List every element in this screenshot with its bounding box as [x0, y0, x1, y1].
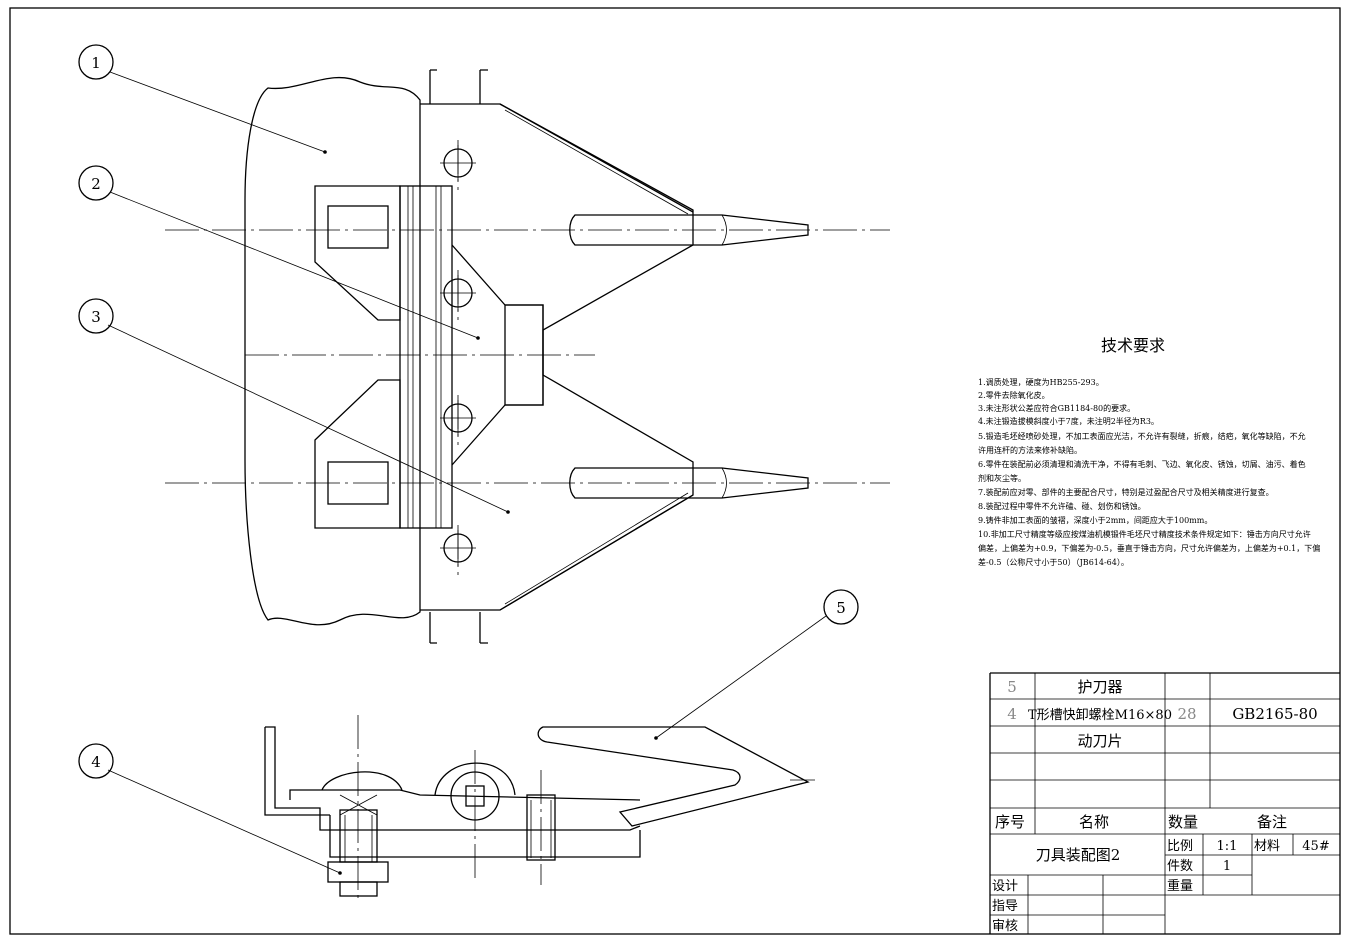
part-1-body	[244, 77, 421, 626]
balloon-2: 2	[78, 165, 480, 340]
balloon-2-label: 2	[91, 175, 101, 193]
weight-label: 重量	[1167, 878, 1193, 894]
requirement-line: 9.铸件非加工表面的皱褶，深度小于2mm，间距应大于100mm。	[978, 515, 1212, 525]
scale-label: 比例	[1167, 839, 1193, 854]
requirement-line: 4.未注锻造拔模斜度小于7度，未注明2半径为R3。	[978, 416, 1159, 426]
knife-guard-side	[537, 726, 810, 827]
row-5-no: 5	[1007, 678, 1017, 696]
balloon-3-label: 3	[91, 308, 101, 326]
technical-requirements: 技术要求 1.调质处理，硬度为HB255-293。 2.零件去除氧化皮。 3.未…	[978, 336, 1320, 567]
balloon-1: 1	[78, 44, 327, 154]
row-4-remark: GB2165-80	[1232, 705, 1317, 723]
row-4-no: 4	[1007, 705, 1017, 723]
requirement-line: 差-0.5（公称尺寸小于50）（JB614-64）。	[978, 557, 1129, 567]
title-block: 刀具装配图2 比例 1:1 材料 45# 件数 1 重量 设计 指导 审核	[990, 834, 1340, 934]
requirement-line: 8.装配过程中零件不允许磕、碰、划伤和锈蚀。	[978, 501, 1146, 511]
balloon-5-label: 5	[836, 599, 846, 617]
count-value: 1	[1223, 859, 1231, 874]
row-5-name: 护刀器	[1077, 678, 1122, 696]
requirements-title: 技术要求	[1101, 336, 1165, 355]
side-view	[264, 715, 815, 900]
top-view	[165, 69, 890, 644]
row-4-name: T形槽快卸螺栓M16×80	[1028, 707, 1172, 723]
balloon-1-label: 1	[91, 54, 101, 72]
parts-list: 5 护刀器 4 T形槽快卸螺栓M16×80 28 GB2165-80 动刀片 序…	[989, 672, 1340, 934]
balloon-5: 5	[654, 589, 859, 740]
requirement-line: 1.调质处理，硬度为HB255-293。	[978, 377, 1104, 387]
header-remark: 备注	[1257, 813, 1287, 831]
material-label: 材料	[1254, 839, 1280, 854]
drawing-name: 刀具装配图2	[1036, 846, 1121, 864]
requirement-line: 许用连杆的方法来修补缺陷。	[978, 445, 1082, 455]
design-label: 设计	[992, 879, 1018, 894]
balloon-3: 3	[78, 298, 510, 514]
requirement-line: 6.零件在装配前必须清理和清洗干净，不得有毛刺、飞边、氧化皮、锈蚀，切屑、油污、…	[978, 459, 1306, 469]
review-label: 审核	[992, 919, 1018, 934]
requirement-line: 10.非加工尺寸精度等级应按煤油机模锻件毛坯尺寸精度技术条件规定如下：锤击方向尺…	[978, 529, 1311, 539]
header-name: 名称	[1079, 813, 1109, 831]
scale-value: 1:1	[1217, 839, 1238, 854]
row-3-name: 动刀片	[1077, 732, 1122, 750]
material-value: 45#	[1302, 839, 1329, 854]
header-qty: 数量	[1168, 813, 1198, 831]
header-no: 序号	[995, 813, 1025, 831]
requirement-line: 剂和灰尘等。	[978, 473, 1026, 483]
requirement-line: 5.锻造毛坯经喷砂处理，不加工表面应光洁，不允许有裂缝，折痕，结疤，氧化等缺陷，…	[978, 431, 1306, 441]
bolt-body	[339, 809, 378, 863]
requirement-line: 偏差，上偏差为+0.9，下偏差为-0.5，垂直于锤击方向，尺寸允许偏差为，上偏差…	[978, 543, 1320, 553]
drawing-frame	[9, 7, 1341, 935]
requirement-line: 2.零件去除氧化皮。	[978, 390, 1050, 400]
count-label: 件数	[1167, 859, 1193, 874]
row-4-qty: 28	[1177, 705, 1196, 723]
balloon-4: 4	[78, 743, 342, 875]
bolt-holes	[440, 145, 476, 566]
balloon-4-label: 4	[91, 753, 101, 771]
requirement-line: 3.未注形状公差应符合GB1184-80的要求。	[978, 403, 1135, 413]
requirement-line: 7.装配前应对零、部件的主要配合尺寸，特别是过盈配合尺寸及相关精度进行复查。	[978, 487, 1274, 497]
guide-label: 指导	[992, 899, 1018, 914]
